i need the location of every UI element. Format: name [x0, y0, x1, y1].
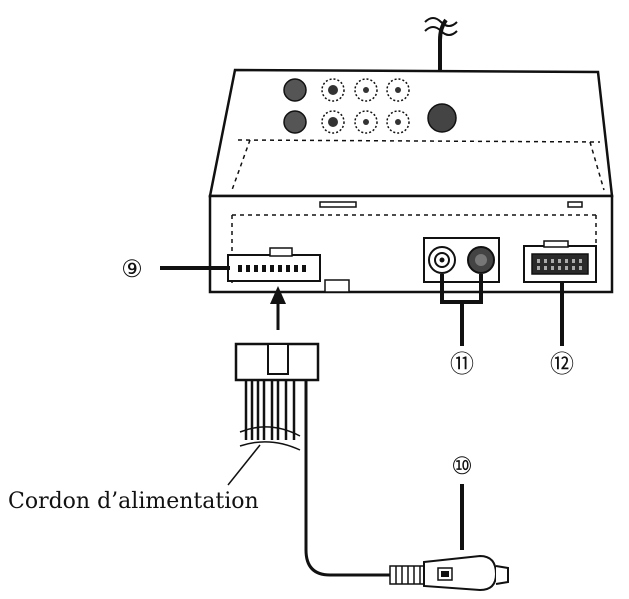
cable-to-plug	[304, 380, 509, 592]
power-cord-caption: Cordon d’alimentation	[8, 489, 259, 514]
rca-jacks	[423, 237, 500, 283]
power-connector-port	[227, 247, 321, 282]
insert-arrow	[270, 286, 286, 330]
leader-lines	[160, 266, 564, 550]
power-cord-plug	[227, 342, 320, 486]
multi-pin-connector	[523, 240, 597, 283]
top-jacks	[283, 78, 457, 134]
callout-12: ⑫	[550, 350, 574, 378]
callout-9: ⑨	[121, 255, 143, 283]
callout-10: ⑩	[451, 452, 473, 480]
top-cable	[424, 17, 458, 70]
callout-11: ⑪	[450, 350, 474, 378]
